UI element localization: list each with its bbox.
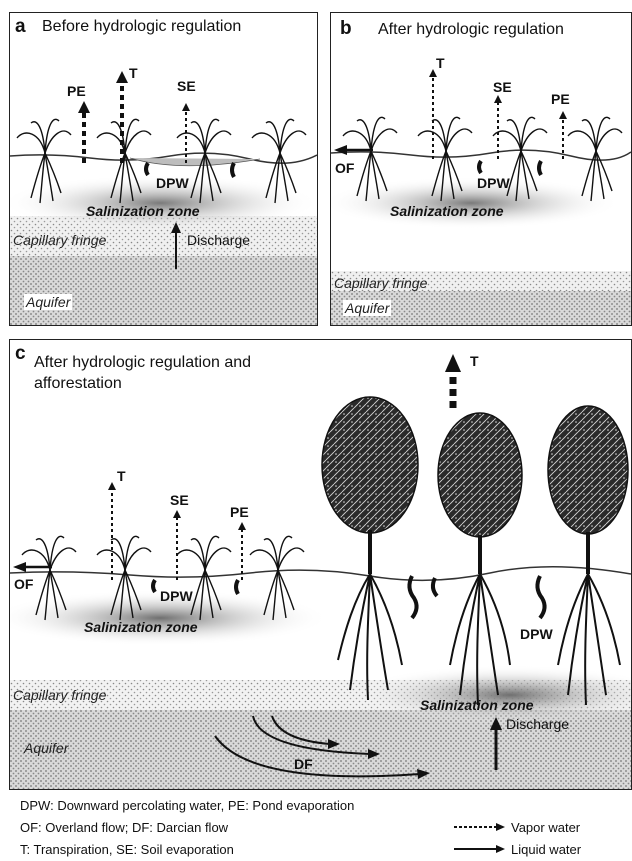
tree — [322, 397, 418, 700]
discharge-label: Discharge — [506, 716, 569, 732]
t-label: T — [129, 65, 138, 81]
df-label: DF — [294, 756, 313, 772]
panel-b: b After hydrologic regulation T SE PE OF… — [330, 12, 632, 326]
t-label: T — [436, 55, 445, 71]
capillary-fringe-label: Capillary fringe — [13, 232, 106, 248]
salinization-zone-trees-label: Salinization zone — [420, 697, 534, 713]
capillary-fringe-label: Capillary fringe — [334, 275, 427, 291]
pe-label: PE — [67, 83, 86, 99]
panel-b-title: After hydrologic regulation — [378, 21, 564, 39]
legend-liquid-label: Liquid water — [511, 842, 581, 857]
panel-a: a Before hydrologic regulation PE T SE D… — [9, 12, 318, 326]
dpw-label: DPW — [160, 588, 193, 604]
panel-a-illustration — [10, 13, 317, 325]
panel-c-title-line1: After hydrologic regulation and — [34, 354, 251, 372]
pe-label: PE — [230, 504, 249, 520]
of-label: OF — [335, 160, 354, 176]
panel-c-title-line2: afforestation — [34, 375, 122, 393]
pond-water — [130, 158, 260, 166]
aquifer-layer — [10, 256, 317, 325]
legend-arrow-swatches — [452, 820, 512, 860]
tree — [438, 413, 522, 705]
panel-b-letter: b — [340, 18, 352, 40]
overland-flow-arrow — [13, 562, 52, 572]
discharge-label: Discharge — [187, 232, 250, 248]
of-label: OF — [14, 576, 33, 592]
aquifer-label: Aquifer — [24, 294, 72, 310]
overland-flow-arrow — [334, 145, 373, 155]
se-label: SE — [177, 78, 196, 94]
legend: DPW: Downward percolating water, PE: Pon… — [0, 790, 632, 861]
aquifer-label: Aquifer — [343, 300, 391, 316]
panel-a-title: Before hydrologic regulation — [42, 18, 241, 36]
legend-line-2: OF: Overland flow; DF: Darcian flow — [20, 820, 228, 835]
legend-line-3: T: Transpiration, SE: Soil evaporation — [20, 842, 234, 857]
trees — [322, 397, 628, 705]
aquifer-label: Aquifer — [24, 740, 68, 756]
salinization-zone-label: Salinization zone — [390, 203, 504, 219]
panel-c: c After hydrologic regulation and affore… — [9, 339, 632, 790]
se-label: SE — [493, 79, 512, 95]
dpw-label: DPW — [156, 175, 189, 191]
legend-line-1: DPW: Downward percolating water, PE: Pon… — [20, 798, 354, 813]
capillary-fringe-label: Capillary fringe — [13, 687, 106, 703]
dpw-label: DPW — [477, 175, 510, 191]
se-label: SE — [170, 492, 189, 508]
pe-label: PE — [551, 91, 570, 107]
ground-surface — [331, 150, 631, 160]
legend-vapor-label: Vapor water — [511, 820, 580, 835]
salinization-zone-label: Salinization zone — [86, 203, 200, 219]
dpw-squiggles — [479, 161, 541, 175]
panel-a-letter: a — [15, 16, 26, 38]
salinization-zone-label: Salinization zone — [84, 619, 198, 635]
vapor-arrows — [78, 71, 190, 163]
panel-c-letter: c — [15, 343, 26, 365]
tree — [548, 406, 628, 705]
dpw-trees-label: DPW — [520, 626, 553, 642]
t-label: T — [117, 468, 126, 484]
t-tree-label: T — [470, 353, 479, 369]
